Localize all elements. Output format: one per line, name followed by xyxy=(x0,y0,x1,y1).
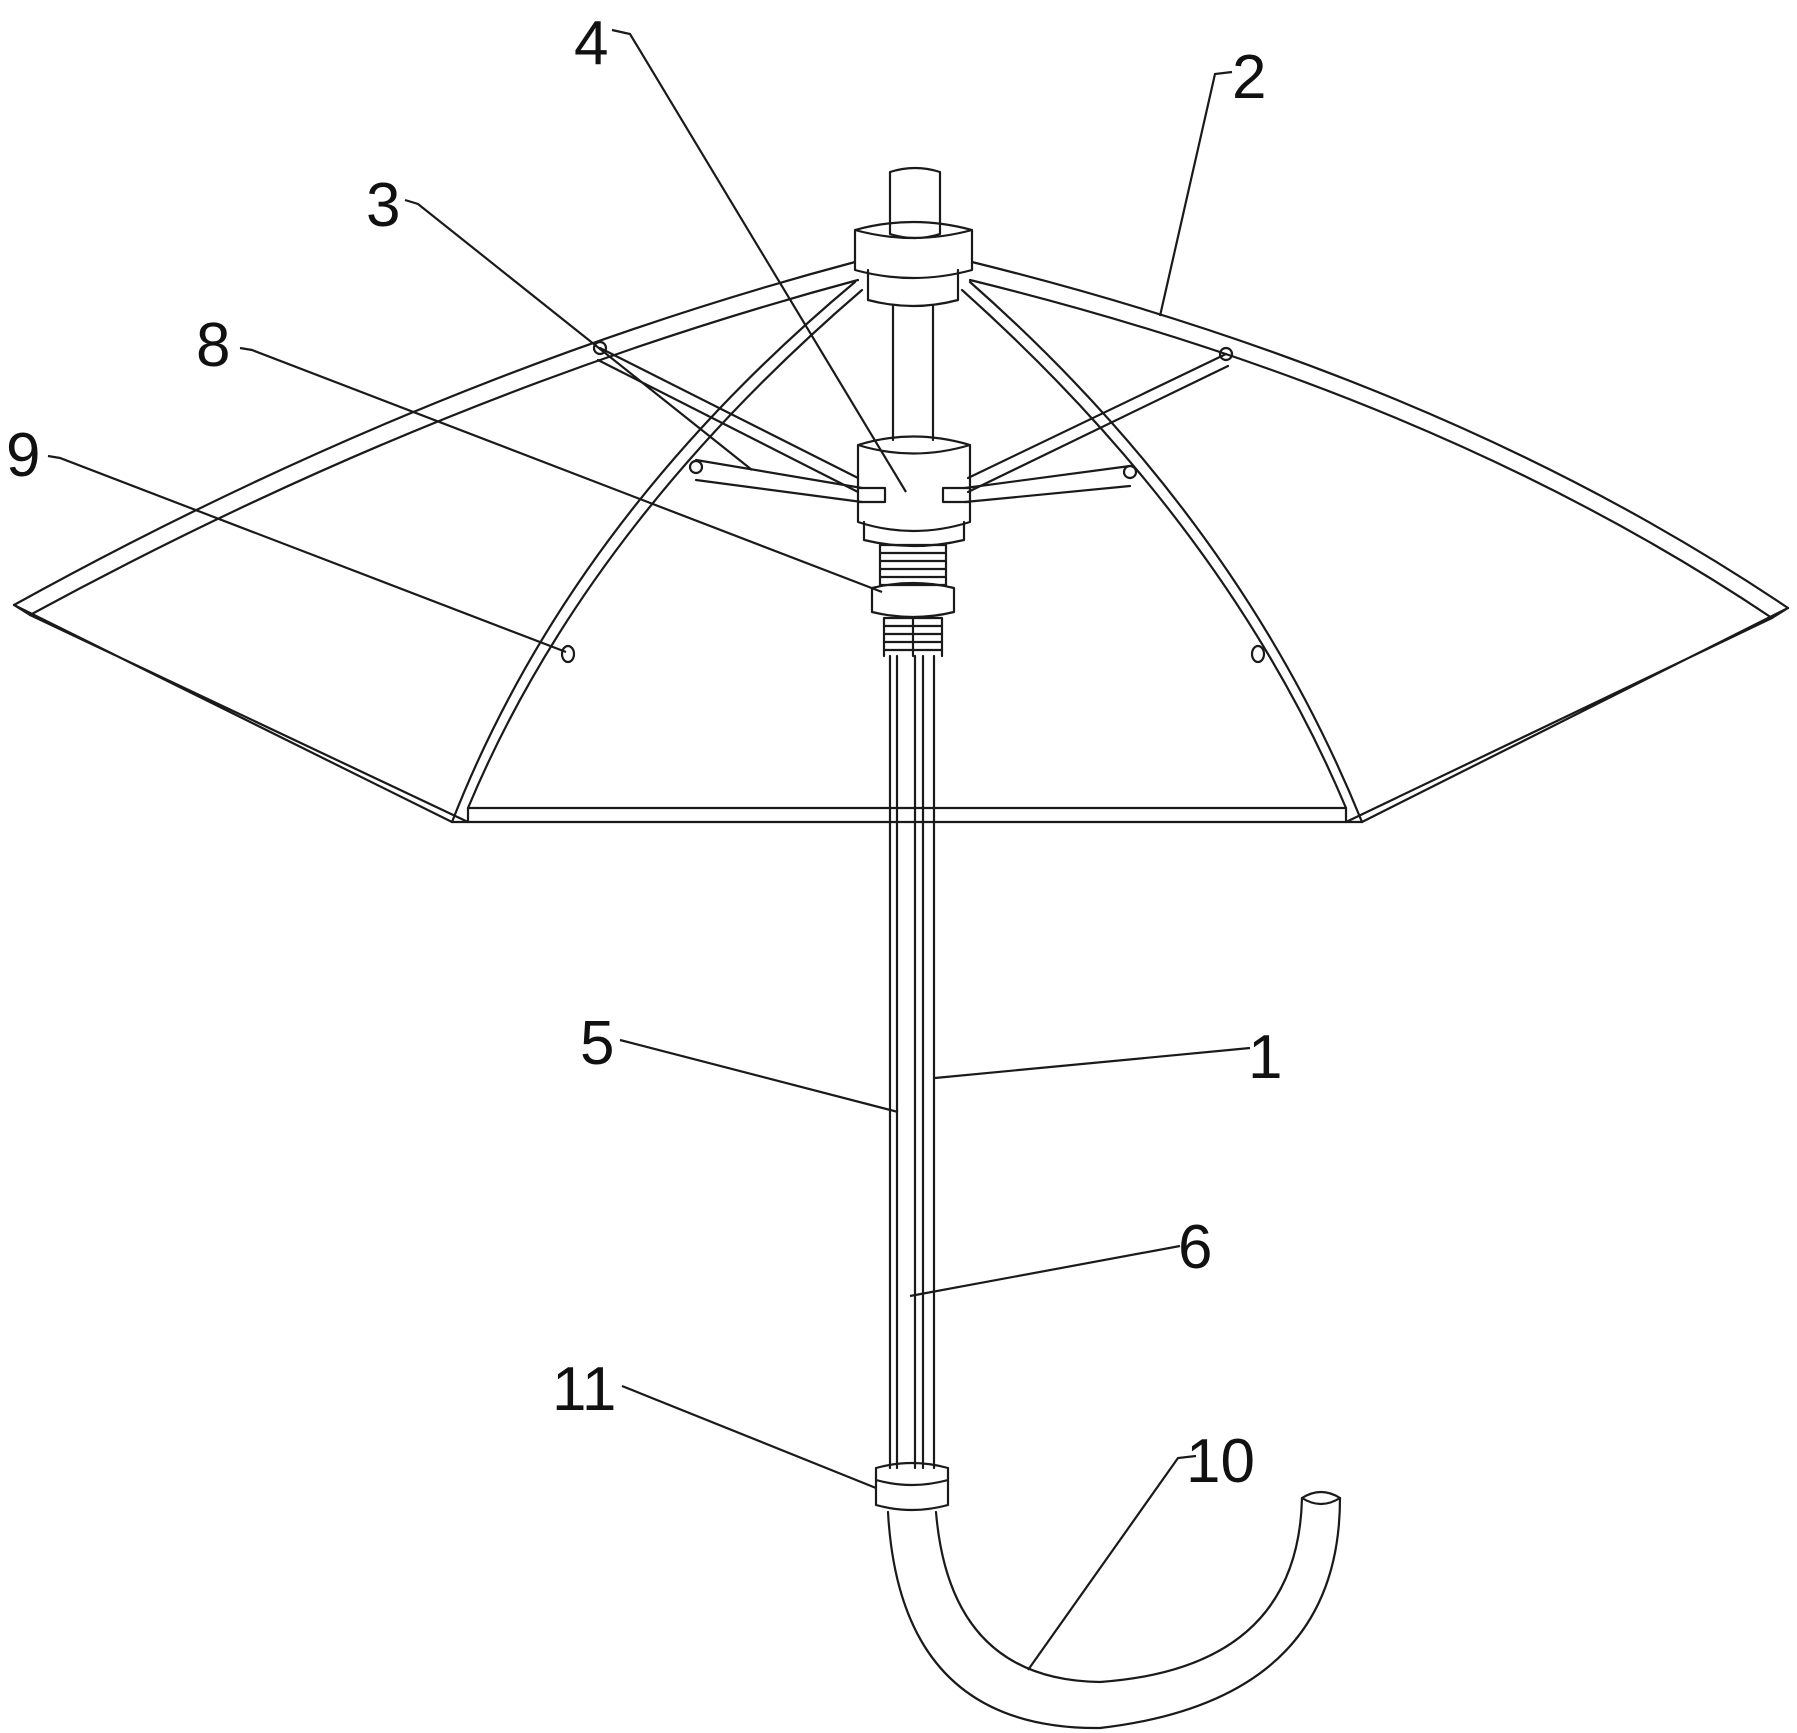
runner-slot-right xyxy=(941,486,972,504)
leader-1 xyxy=(934,1046,1251,1080)
canopy-outer-edge-right xyxy=(970,260,1790,610)
upper-shaft xyxy=(891,304,935,442)
canopy-outer-edge-right-inner xyxy=(968,278,1774,620)
handle-outer-curve xyxy=(886,1496,1342,1730)
canopy-outer-edge-inner xyxy=(28,278,860,617)
label-10: 10 xyxy=(1186,1427,1255,1496)
top-notch xyxy=(853,166,974,308)
leader-5 xyxy=(619,1038,899,1114)
top-notch-neck xyxy=(866,268,960,308)
runner-slot-left xyxy=(856,486,887,504)
stretchers xyxy=(560,340,1266,664)
main-shaft xyxy=(888,654,936,1470)
rib-front-right xyxy=(968,280,1364,824)
threaded-nut xyxy=(870,543,956,658)
thread-upper xyxy=(878,543,948,587)
handle-tip xyxy=(1300,1490,1342,1506)
leader-8 xyxy=(239,346,883,594)
handle-inner-curve xyxy=(934,1496,1304,1684)
leader-4 xyxy=(611,28,907,493)
rib-front-left xyxy=(450,280,857,824)
leader-10 xyxy=(1027,1454,1197,1671)
stretcher-front-left xyxy=(694,458,864,504)
joint-front-left xyxy=(688,459,704,475)
leader-6 xyxy=(909,1244,1181,1298)
nut xyxy=(870,581,956,619)
top-notch-body xyxy=(853,220,974,280)
label-5: 5 xyxy=(580,1009,614,1078)
leader-11 xyxy=(621,1384,877,1490)
rib-tip-fitting-left xyxy=(560,644,576,664)
canopy-right-tip xyxy=(1344,606,1790,824)
rib-front-left-inner xyxy=(466,288,864,810)
runner xyxy=(856,435,972,548)
label-11: 11 xyxy=(552,1355,616,1424)
leader-lines xyxy=(47,28,1251,1671)
thread-lower xyxy=(882,616,944,658)
runner-lower-collar xyxy=(862,520,966,548)
stretcher-back-left xyxy=(596,346,860,494)
rib-tip-fitting-right xyxy=(1250,644,1266,664)
stretcher-front-right xyxy=(963,464,1132,504)
canopy-left-tip xyxy=(12,603,470,824)
canopy-outer-edge xyxy=(12,260,857,607)
leader-2 xyxy=(1158,70,1233,317)
joint-back-right xyxy=(1218,346,1234,362)
reference-numerals: 1 2 3 4 5 6 8 9 10 11 xyxy=(6,9,1282,1496)
rib-front-right-inner xyxy=(960,288,1348,810)
stretcher-back-right xyxy=(966,352,1230,494)
joint-back-left xyxy=(592,340,608,356)
canopy-bottom-hem xyxy=(450,806,1364,824)
canopy xyxy=(12,260,1790,824)
joint-front-right xyxy=(1122,464,1138,480)
handle-collar xyxy=(874,1461,950,1512)
leader-3 xyxy=(404,198,753,471)
label-6: 6 xyxy=(1178,1213,1212,1282)
runner-body xyxy=(856,435,972,533)
label-4: 4 xyxy=(574,9,608,78)
label-9: 9 xyxy=(6,421,40,490)
label-8: 8 xyxy=(196,311,230,380)
leader-9 xyxy=(47,454,567,654)
label-2: 2 xyxy=(1232,43,1266,112)
curved-handle xyxy=(886,1490,1342,1730)
label-1: 1 xyxy=(1248,1023,1282,1092)
ferrule-cap xyxy=(888,166,942,240)
label-3: 3 xyxy=(366,171,400,240)
